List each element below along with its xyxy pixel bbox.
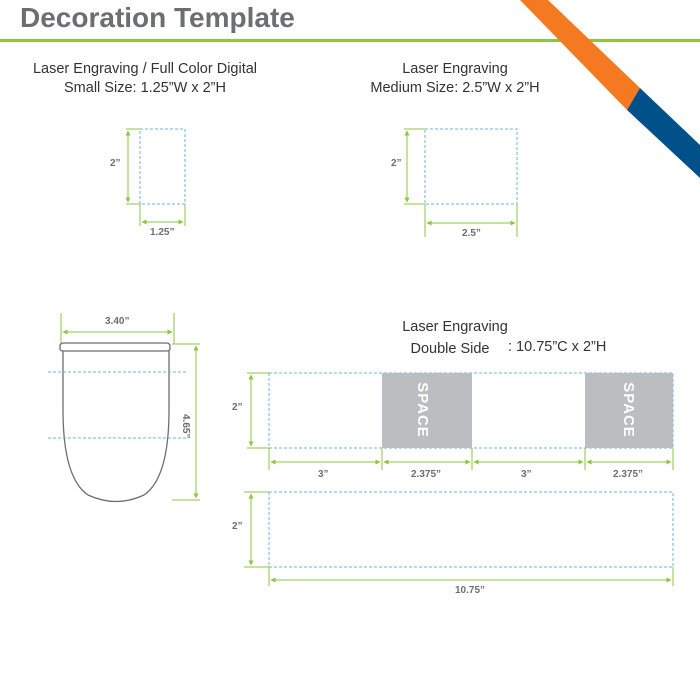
cup-height-dimension [172,343,200,501]
small-width-dimension [139,204,186,226]
medium-width-label: 2.5” [462,228,481,239]
small-print-area [139,128,186,205]
double-caption-line2b: : 10.75”C x 2”H [508,339,607,355]
orange-stripe [520,0,640,110]
double-height-dimension [247,372,269,449]
medium-caption: Laser Engraving Medium Size: 2.5”W x 2”H [340,60,570,98]
wrap-total-label: 10.75” [455,585,486,596]
double-height-label: 2” [232,402,243,413]
segment-label-2: 2.375” [411,469,442,480]
page-title: Decoration Template [20,2,295,33]
cup-width-label: 3.40” [105,316,130,327]
double-caption-line2a: Double Side [410,341,490,357]
space-label-2: SPACE [620,382,637,438]
small-height-dimension [125,128,140,205]
small-width-label: 1.25” [150,227,175,238]
wrap-width-dimension [268,567,674,586]
space-label-1: SPACE [414,382,431,438]
cup-height-label: 4.65” [180,414,191,439]
small-caption-line1: Laser Engraving / Full Color Digital [32,61,258,77]
segment-label-1: 3” [318,469,329,480]
medium-width-dimension [424,204,518,237]
segment-label-4: 2.375” [613,469,644,480]
medium-caption-line1: Laser Engraving [402,61,508,77]
cup-outline [59,342,171,503]
wrap-height-dimension [244,491,269,568]
double-caption-line1: Laser Engraving [402,319,508,335]
cup-width-dimension [60,313,175,344]
medium-height-dimension [404,128,425,205]
small-caption-line2: Small Size: 1.25”W x 2”H [64,80,226,96]
full-wrap-print-area [268,491,674,568]
medium-height-label: 2” [391,158,402,169]
wrap-height-label: 2” [232,521,243,532]
segment-label-3: 3” [521,469,532,480]
space-block-2 [585,373,673,448]
small-height-label: 2” [110,158,121,169]
small-caption: Laser Engraving / Full Color Digital Sma… [15,60,275,98]
medium-print-area [424,128,518,205]
segment-dimensions [268,448,674,470]
space-block-1 [382,373,472,448]
medium-caption-line2: Medium Size: 2.5”W x 2”H [370,80,540,96]
blue-stripe [627,88,700,178]
title-underline [0,39,700,42]
